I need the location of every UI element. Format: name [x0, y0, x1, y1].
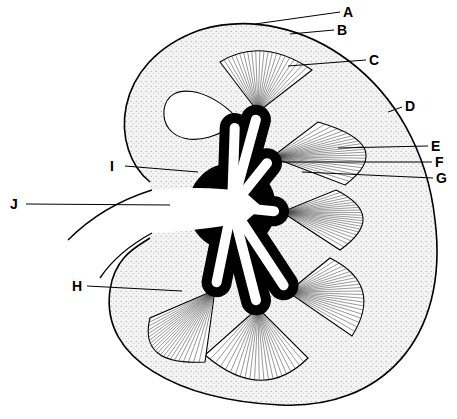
pyramid-striation	[272, 129, 337, 157]
pyramid-striation	[288, 291, 363, 292]
pyramid-striation	[256, 51, 258, 112]
pyramid-striation	[258, 308, 282, 376]
pyramid-striation	[272, 157, 360, 171]
pyramid-striation	[288, 292, 357, 327]
part-label: I	[110, 158, 114, 174]
part-label: G	[436, 170, 447, 186]
pyramid-striation	[224, 60, 258, 112]
pyramid-striation	[230, 308, 258, 372]
pyramid-striation	[170, 290, 215, 359]
pyramid-striation	[258, 60, 294, 112]
pyramid-striation	[183, 290, 215, 362]
pyramid-striation	[272, 152, 366, 157]
pyramid-striation	[210, 308, 258, 359]
pyramid	[220, 51, 312, 112]
pyramid-striation	[225, 308, 258, 370]
pyramid-striation	[193, 290, 215, 362]
ureter-wall	[100, 233, 152, 278]
pyramid-striation	[272, 155, 366, 157]
pyramid-striation	[236, 55, 258, 112]
pyramid	[288, 258, 364, 336]
pyramid-striation	[282, 207, 359, 212]
pyramid-striation	[160, 290, 215, 355]
pyramid-striation	[258, 308, 287, 374]
pyramid-striation	[282, 212, 357, 235]
pyramid-striation	[250, 308, 258, 379]
pyramid-striation	[163, 290, 215, 357]
pyramid-striation	[272, 157, 350, 181]
pyramid-striation	[282, 212, 354, 238]
pyramid-striation	[240, 53, 258, 112]
pyramid-striation	[152, 290, 215, 346]
pyramid	[272, 122, 366, 185]
pyramid-striation	[282, 210, 361, 212]
pyramid-striation	[148, 290, 215, 334]
pyramid-striation	[282, 200, 352, 212]
pyramid-striation	[258, 64, 303, 112]
pyramid-striation	[188, 290, 215, 362]
pyramid-striation	[235, 308, 258, 375]
pyramid-striation	[258, 308, 295, 369]
cortex	[109, 24, 437, 406]
pyramid-striation	[282, 212, 359, 232]
pyramid-striation	[258, 308, 278, 378]
pyramid	[205, 308, 308, 380]
pyramid-striation	[288, 292, 361, 318]
pyramid-striation	[282, 212, 351, 241]
part-label: A	[343, 4, 353, 20]
kidney-outline	[109, 24, 437, 406]
pyramid-striation	[232, 56, 258, 112]
part-label: C	[369, 52, 379, 68]
pyramid-striation	[255, 308, 258, 380]
pyramid-striation	[272, 144, 361, 157]
pyramid-striation	[272, 157, 354, 178]
part-label: H	[72, 278, 82, 294]
pyramid-striation	[153, 290, 215, 349]
pyramid-striation	[258, 308, 304, 362]
pyramid	[282, 190, 363, 250]
pyramid-striation	[199, 290, 215, 362]
pyramid-striation	[215, 308, 258, 363]
pyramid	[148, 290, 215, 362]
renal-pelvis	[69, 120, 284, 301]
part-label: E	[431, 138, 440, 154]
pyramid-striation	[272, 157, 357, 174]
part-label: F	[435, 154, 444, 170]
pyramid-striation	[282, 212, 344, 247]
pyramid-striation	[244, 52, 258, 112]
ureter-wall	[68, 190, 152, 240]
pyramid-striation	[282, 212, 360, 229]
part-label: D	[405, 98, 415, 114]
part-label: B	[337, 22, 347, 38]
pyramid-striation	[258, 67, 307, 112]
pelvis-body	[140, 188, 262, 234]
pyramid-striation	[288, 292, 359, 323]
pyramid-striation	[258, 308, 300, 366]
pyramid-striation	[288, 292, 355, 331]
part-label: J	[10, 196, 18, 212]
pyramid-striation	[252, 51, 258, 112]
pyramid-striation	[149, 290, 215, 337]
leader-lines	[26, 12, 433, 291]
pyramid-striation	[148, 290, 215, 326]
pyramid-striation	[258, 56, 285, 112]
pyramid-striation	[258, 308, 291, 372]
pyramid-striation	[167, 290, 215, 358]
pyramid-striation	[245, 308, 258, 378]
pyramid-striation	[158, 290, 215, 353]
pyramid-striation	[288, 292, 363, 310]
pyramid-striation	[282, 212, 348, 244]
pyramid-striation	[282, 195, 345, 212]
pyramid-striation	[258, 58, 290, 112]
pyramid-striation	[174, 290, 215, 360]
pyramid-striation	[258, 62, 299, 112]
pyramid-striation	[248, 52, 258, 112]
cortex-stipple	[109, 24, 437, 406]
